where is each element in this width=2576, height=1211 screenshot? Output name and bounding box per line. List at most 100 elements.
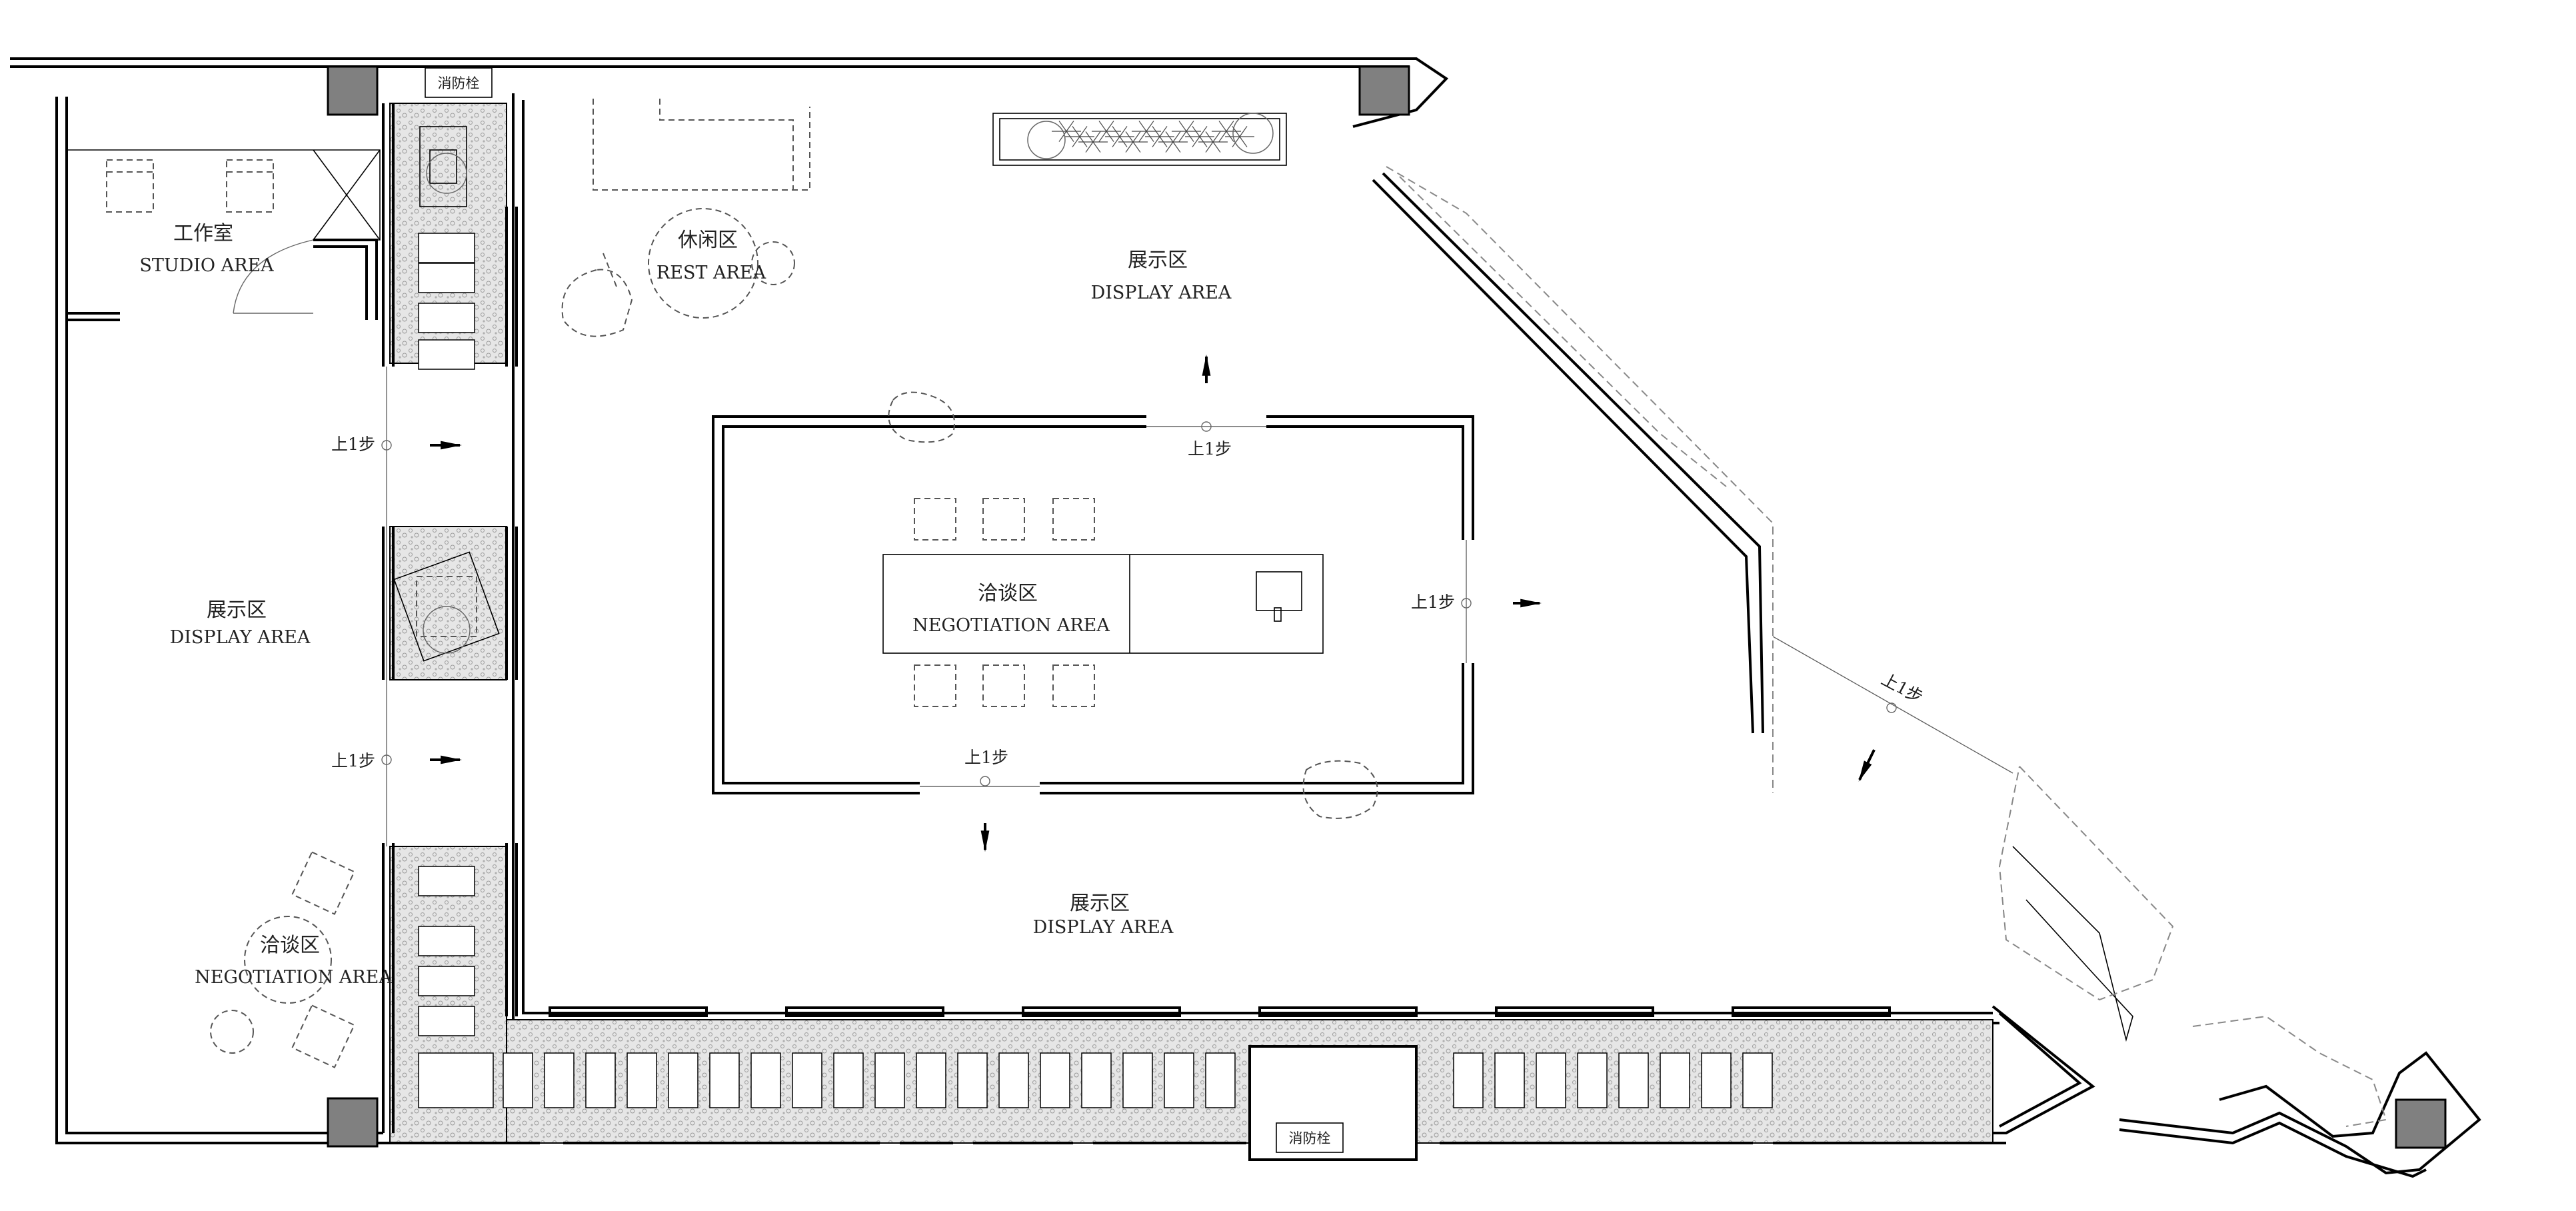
paving-tile <box>585 1052 616 1108</box>
plant-leaf <box>1092 141 1101 153</box>
paving-tile <box>874 1052 905 1108</box>
structural-columns <box>327 65 2447 1149</box>
paving-tile <box>418 263 475 293</box>
display-panel <box>785 1006 944 1017</box>
paving-tile <box>1205 1052 1236 1108</box>
paving-tile <box>1660 1052 1690 1108</box>
plant-leaf <box>1079 126 1088 137</box>
plant-leaf <box>1205 131 1214 143</box>
display-left-label-en: DISPLAY AREA <box>170 627 311 648</box>
plant-leaf <box>1152 126 1160 137</box>
studio-label-en: STUDIO AREA <box>139 255 274 276</box>
paving-tile <box>709 1052 740 1108</box>
plant-leaf <box>1098 121 1107 132</box>
plant-leaf <box>1239 136 1248 147</box>
plant-leaf <box>1085 131 1094 143</box>
rest-label-en: REST AREA <box>656 263 766 283</box>
plant-leaf <box>1192 126 1200 137</box>
plant-leaf <box>1085 141 1094 153</box>
plant-leaf <box>1146 121 1154 132</box>
step-marker <box>1886 702 1897 713</box>
paving-tile <box>1701 1052 1732 1108</box>
plant-leaf <box>1212 131 1221 143</box>
negotiation-room-walls <box>712 415 1474 794</box>
paving-tile <box>833 1052 864 1108</box>
plant-leaf <box>1066 121 1074 132</box>
paving-tile <box>1164 1052 1194 1108</box>
hydrant-top: 消防栓 <box>425 67 493 98</box>
step-marker <box>381 754 392 765</box>
rest-area-furniture <box>561 99 810 337</box>
plant-leaf <box>1072 126 1080 137</box>
plant-leaf <box>1212 141 1221 153</box>
column <box>2395 1098 2447 1149</box>
negotiation-left-label-zh: 洽谈区 <box>260 934 320 957</box>
paving-tile <box>418 303 475 333</box>
paving-tile <box>750 1052 781 1108</box>
plant-leaf <box>1106 121 1114 132</box>
display-pedestal-left <box>393 126 500 662</box>
column <box>327 1097 379 1148</box>
paving-tile <box>418 233 475 263</box>
display-top-label-en: DISPLAY AREA <box>1091 283 1232 303</box>
paving-tile <box>1453 1052 1484 1108</box>
plant-leaf <box>1152 136 1160 147</box>
paving-tile <box>1040 1052 1070 1108</box>
step-label: 上1步 <box>331 751 375 770</box>
paving-tile <box>544 1052 575 1108</box>
display-left-label-zh: 展示区 <box>207 599 267 622</box>
plant-leaf <box>1159 126 1168 137</box>
plant-leaf <box>1199 126 1208 137</box>
step-marker <box>1461 598 1472 608</box>
plant-leaf <box>1119 126 1128 137</box>
plant-leaf <box>1072 136 1080 147</box>
paving-tile <box>957 1052 988 1108</box>
meeting-table <box>882 554 1324 654</box>
negotiation-left-furniture <box>210 851 355 1068</box>
step-marker <box>1201 421 1212 432</box>
step-label: 上1步 <box>1878 669 1926 707</box>
step-label: 上1步 <box>1188 439 1232 459</box>
meeting-chairs <box>914 498 1095 707</box>
plant-leaf <box>1132 131 1141 143</box>
paving-tile <box>1536 1052 1566 1108</box>
step-marker <box>381 440 392 451</box>
paving-tile <box>418 926 475 956</box>
paving-tile <box>1494 1052 1525 1108</box>
column <box>327 65 379 116</box>
paving-tile <box>418 339 475 370</box>
plant-leaf <box>1112 136 1120 147</box>
display-bottom-label-zh: 展示区 <box>1070 892 1130 915</box>
plant-leaf <box>1172 131 1181 143</box>
paving-tile <box>503 1052 533 1108</box>
slanted-wall-overlay <box>1386 166 2387 1127</box>
display-panel <box>549 1006 708 1017</box>
studio-chairs <box>106 159 274 213</box>
display-bottom-label-en: DISPLAY AREA <box>1033 917 1174 938</box>
hydrant-bottom: 消防栓 <box>1276 1122 1344 1153</box>
paving-tiles <box>418 233 1773 1108</box>
plant-leaf <box>1218 131 1227 142</box>
plant-leaf <box>1125 131 1134 143</box>
display-panel <box>1732 1006 1891 1017</box>
paving-tile <box>1081 1052 1112 1108</box>
step-label: 上1步 <box>964 748 1008 767</box>
plant-leaf <box>1178 131 1187 142</box>
negotiation-center-label-zh: 洽谈区 <box>978 582 1038 605</box>
step-arrow <box>1858 749 1876 782</box>
plant-leaf <box>1192 136 1200 147</box>
paving-tile <box>418 866 475 896</box>
plant-leaf <box>1092 131 1101 143</box>
interior-walls <box>67 103 2006 1144</box>
planter <box>992 113 1287 166</box>
studio-label-zh: 工作室 <box>173 222 233 245</box>
paving-tile <box>1577 1052 1608 1108</box>
paving-tile <box>998 1052 1029 1108</box>
plant-leaf <box>1125 141 1134 153</box>
plant-leaf <box>1112 126 1120 137</box>
hydrant-label: 消防栓 <box>1289 1130 1331 1146</box>
decor-blobs <box>888 391 1378 819</box>
negotiation-center-label-en: NEGOTIATION AREA <box>912 615 1110 636</box>
plant-leaf <box>1138 121 1147 132</box>
plant-leaf <box>1165 141 1174 153</box>
